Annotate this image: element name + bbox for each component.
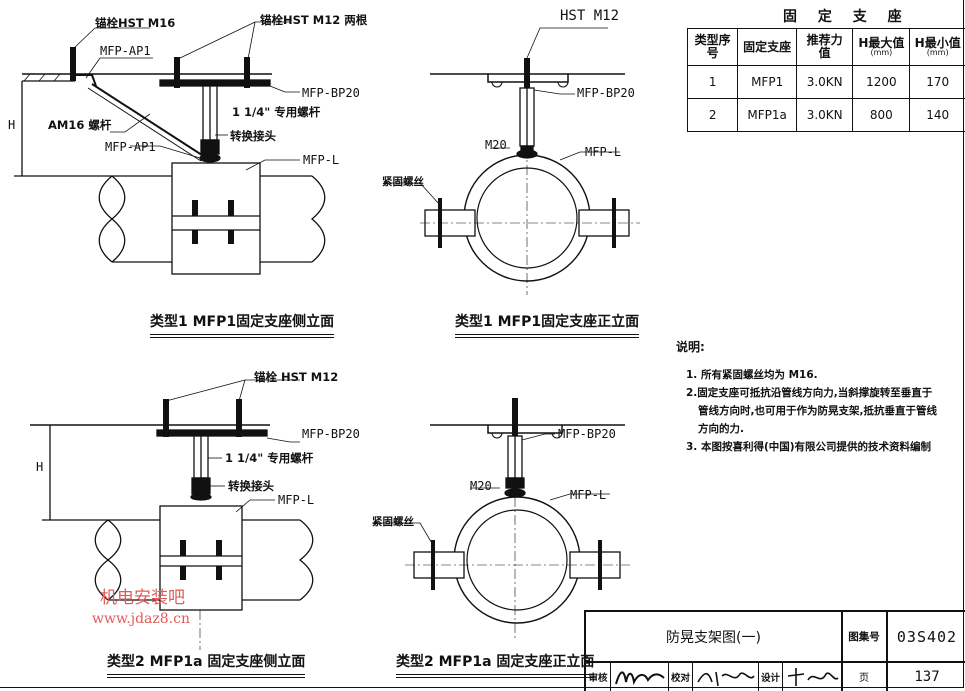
title-block: 防晃支架图(一) 图集号 03S402 审核 校对 设计 页 137 (584, 610, 965, 691)
cell-type-no: 1 (688, 66, 738, 99)
header-support: 固定支座 (738, 29, 797, 66)
label-anchor-hst-m12: 锚栓 HST M12 (254, 369, 338, 385)
watermark-url: www.jdaz8.cn (92, 611, 190, 627)
note-item: 3. 本图按喜利得(中国)有限公司提供的技术资料编制 (676, 438, 937, 456)
table-row: 2 MFP1a 3.0KN 800 140 (688, 99, 965, 132)
spec-table-title: 固 定 支 座 (783, 6, 910, 26)
label-mfp-l: MFP-L (570, 488, 606, 502)
spec-table: 类型序号 固定支座 推荐力值 H最大值(mm) H最小值(mm) 1 MFP1 … (687, 28, 965, 132)
label-anchor-hst-m12-two: 锚栓HST M12 两根 (260, 12, 367, 28)
cell-force: 3.0KN (796, 66, 852, 99)
notes-section: 说明: 1. 所有紧固螺丝均为 M16. 2.固定支座可抵抗沿管线方向力,当斜撑… (676, 338, 937, 456)
label-mfp-bp20: MFP-BP20 (302, 86, 360, 100)
reviewer-signature (612, 664, 668, 690)
page-label: 页 (842, 662, 886, 691)
header-h-max: H最大值(mm) (853, 29, 910, 66)
drawing-title: 防晃支架图(一) (586, 612, 841, 661)
watermark-title: 机电安装吧 (100, 583, 185, 608)
label-m20: M20 (470, 479, 492, 493)
top-right-front-view (385, 28, 640, 295)
checker-signature (694, 664, 758, 690)
label-h-dimension: H (8, 118, 15, 132)
label-mfp-bp20: MFP-BP20 (302, 427, 360, 441)
caption-type2-front: 类型2 MFP1a 固定支座正立面 (396, 651, 594, 671)
label-m20: M20 (485, 138, 507, 152)
designer-signature (784, 664, 840, 690)
label-special-rod: 1 1/4" 专用螺杆 (225, 450, 313, 466)
label-hst-m12: HST M12 (560, 8, 619, 24)
cell-h-max: 1200 (853, 66, 910, 99)
cell-h-min: 170 (910, 66, 965, 99)
caption-type1-side: 类型1 MFP1固定支座侧立面 (150, 311, 334, 331)
label-fastening-bolt: 紧固螺丝 (372, 514, 414, 529)
cell-force: 3.0KN (796, 99, 852, 132)
header-type-no: 类型序号 (688, 29, 738, 66)
label-adapter: 转换接头 (230, 128, 276, 144)
cell-h-min: 140 (910, 99, 965, 132)
label-mfp-l: MFP-L (303, 153, 339, 167)
top-left-side-view (14, 22, 325, 274)
label-mfp-bp20: MFP-BP20 (577, 86, 635, 100)
cell-h-max: 800 (853, 99, 910, 132)
table-row: 1 MFP1 3.0KN 1200 170 (688, 66, 965, 99)
label-adapter: 转换接头 (228, 478, 274, 494)
check-label: 校对 (669, 662, 692, 691)
label-mfp-ap1-bottom: MFP-AP1 (105, 140, 156, 154)
review-label: 审核 (586, 662, 610, 691)
note-item: 2.固定支座可抵抗沿管线方向力,当斜撑旋转至垂直于 管线方向时,也可用于作为防晃… (676, 384, 937, 438)
cell-type-no: 2 (688, 99, 738, 132)
design-label: 设计 (759, 662, 782, 691)
notes-heading: 说明: (676, 338, 937, 356)
spec-table-header: 类型序号 固定支座 推荐力值 H最大值(mm) H最小值(mm) (688, 29, 965, 66)
label-mfp-l: MFP-L (585, 145, 621, 159)
label-mfp-bp20: MFP-BP20 (558, 427, 616, 441)
label-mfp-ap1-top: MFP-AP1 (100, 44, 151, 58)
cell-support: MFP1 (738, 66, 797, 99)
atlas-no: 03S402 (887, 612, 965, 661)
note-item: 1. 所有紧固螺丝均为 M16. (676, 366, 937, 384)
caption-type2-side: 类型2 MFP1a 固定支座侧立面 (107, 651, 305, 671)
page-no: 137 (887, 662, 965, 691)
label-fastening-bolt: 紧固螺丝 (382, 174, 424, 189)
bottom-left-side-view (30, 380, 313, 650)
cell-support: MFP1a (738, 99, 797, 132)
caption-type1-front: 类型1 MFP1固定支座正立面 (455, 311, 639, 331)
label-am16-rod: AM16 螺杆 (48, 117, 111, 133)
atlas-no-label: 图集号 (842, 612, 886, 661)
label-mfp-l: MFP-L (278, 493, 314, 507)
header-h-min: H最小值(mm) (910, 29, 965, 66)
label-special-rod: 1 1/4" 专用螺杆 (232, 104, 320, 120)
label-h-dimension: H (36, 460, 43, 474)
header-force: 推荐力值 (796, 29, 852, 66)
label-anchor-hst-m16: 锚栓HST M16 (95, 15, 175, 31)
